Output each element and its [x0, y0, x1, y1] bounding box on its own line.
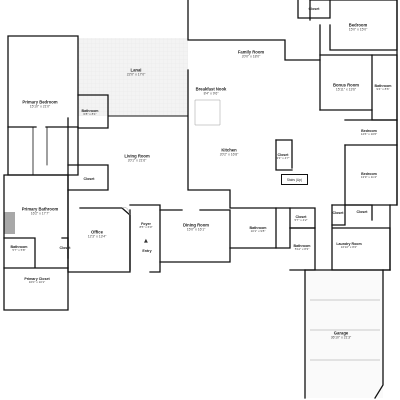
wall-kitchen-right [275, 59, 321, 171]
primary-bath-tub [4, 212, 15, 234]
wall-bathroom-hall [289, 227, 316, 271]
bedroom-right-low-label: Bedroom 13'9" x 11'4" [360, 172, 378, 180]
wall-dining-room [159, 209, 231, 263]
wall-primary-bedroom [7, 35, 79, 176]
wall-bath-left [3, 237, 69, 269]
living-room-label: Living Room 20'1" x 21'6" [124, 153, 150, 163]
garage-door-lines [310, 299, 380, 361]
closet-top-label: Closet [308, 6, 320, 11]
garage-floor [305, 270, 383, 398]
closet-right-small-label: Closet [356, 209, 368, 214]
wall-closet-right [331, 204, 346, 226]
wall-primary-bathroom [3, 174, 69, 311]
wall-small-bath [77, 94, 109, 129]
family-room-label: Family Room 20'0" x 18'0" [237, 49, 265, 59]
laundry-room-label: Laundry Room 16'10" x 8'2" [336, 242, 362, 250]
bathroom-left-label: Bathroom 5'7" x 5'8" [10, 245, 28, 253]
wall-foyer [129, 204, 161, 273]
wall-closet-living [67, 164, 109, 191]
primary-bedroom-label: Primary Bedroom 15'10" x 21'0" [22, 99, 58, 109]
stairs-up-label: Stairs (Up) [281, 174, 308, 185]
wall-closet-right2 [344, 204, 373, 221]
wall-top-closet [297, 0, 331, 19]
wall-garage [304, 269, 384, 399]
foyer-label: Foyer 8'5" x 6'0" [139, 222, 153, 230]
dining-room-label: Dining Room 15'0" x 16'1" [182, 222, 210, 232]
primary-closet-label: Primary Closet 16'0" x 10'1" [24, 277, 50, 285]
bedroom-top-right-label: Bedroom 15'0" x 15'0" [348, 22, 368, 32]
bonus-room-label: Bonus Room 15'11" x 13'6" [332, 82, 360, 92]
bathroom-hall-label: Bathroom 5'11" x 8'3" [293, 244, 311, 252]
entry-label: Entry [142, 248, 152, 253]
office-label: Office 12'3" x 13'4" [87, 229, 107, 239]
closet-living-label: Closet [83, 176, 95, 181]
primary-bathroom-label: Primary Bathroom 16'2" x 17'7" [21, 206, 59, 216]
wall-bedroom-divide [32, 126, 48, 176]
bathroom-center-label: Bathroom 10'1" x 9'8" [249, 226, 267, 234]
bathroom-bonus-label: Bathroom 9'4" x 8'6" [374, 84, 392, 92]
wall-office [79, 207, 131, 271]
kitchen-label: Kitchen 20'2" x 16'8" [219, 147, 239, 157]
bathroom-primary-small-label: Bathroom 6'8" x 8'1" [81, 109, 99, 117]
closet-kitchen-label: Closet 3'3" x 4'7" [276, 153, 290, 161]
closet-primary-bath-label: Closet [59, 245, 71, 250]
lanai-label: Lanai 22'0" x 17'0" [126, 67, 146, 77]
entry-arrow-icon: ▲ [144, 238, 148, 244]
office-door-swing [121, 207, 131, 216]
lanai-floor [78, 38, 188, 116]
closet-center-label: Closet 5'7" x 4'2" [294, 215, 308, 223]
closet-right-label: Closet [332, 210, 344, 215]
garage-label: Garage 36'10" x 21'3" [330, 330, 352, 340]
wall-stair-closet [275, 139, 293, 169]
breakfast-nook-label: Breakfast Nook 8'4" x 9'6" [195, 86, 227, 96]
kitchen-island [194, 99, 221, 126]
wall-bonus-room [319, 54, 373, 111]
bedroom-right-mid-label: Bedroom 12'6" x 10'6" [360, 129, 378, 137]
wall-family-room [187, 0, 321, 61]
